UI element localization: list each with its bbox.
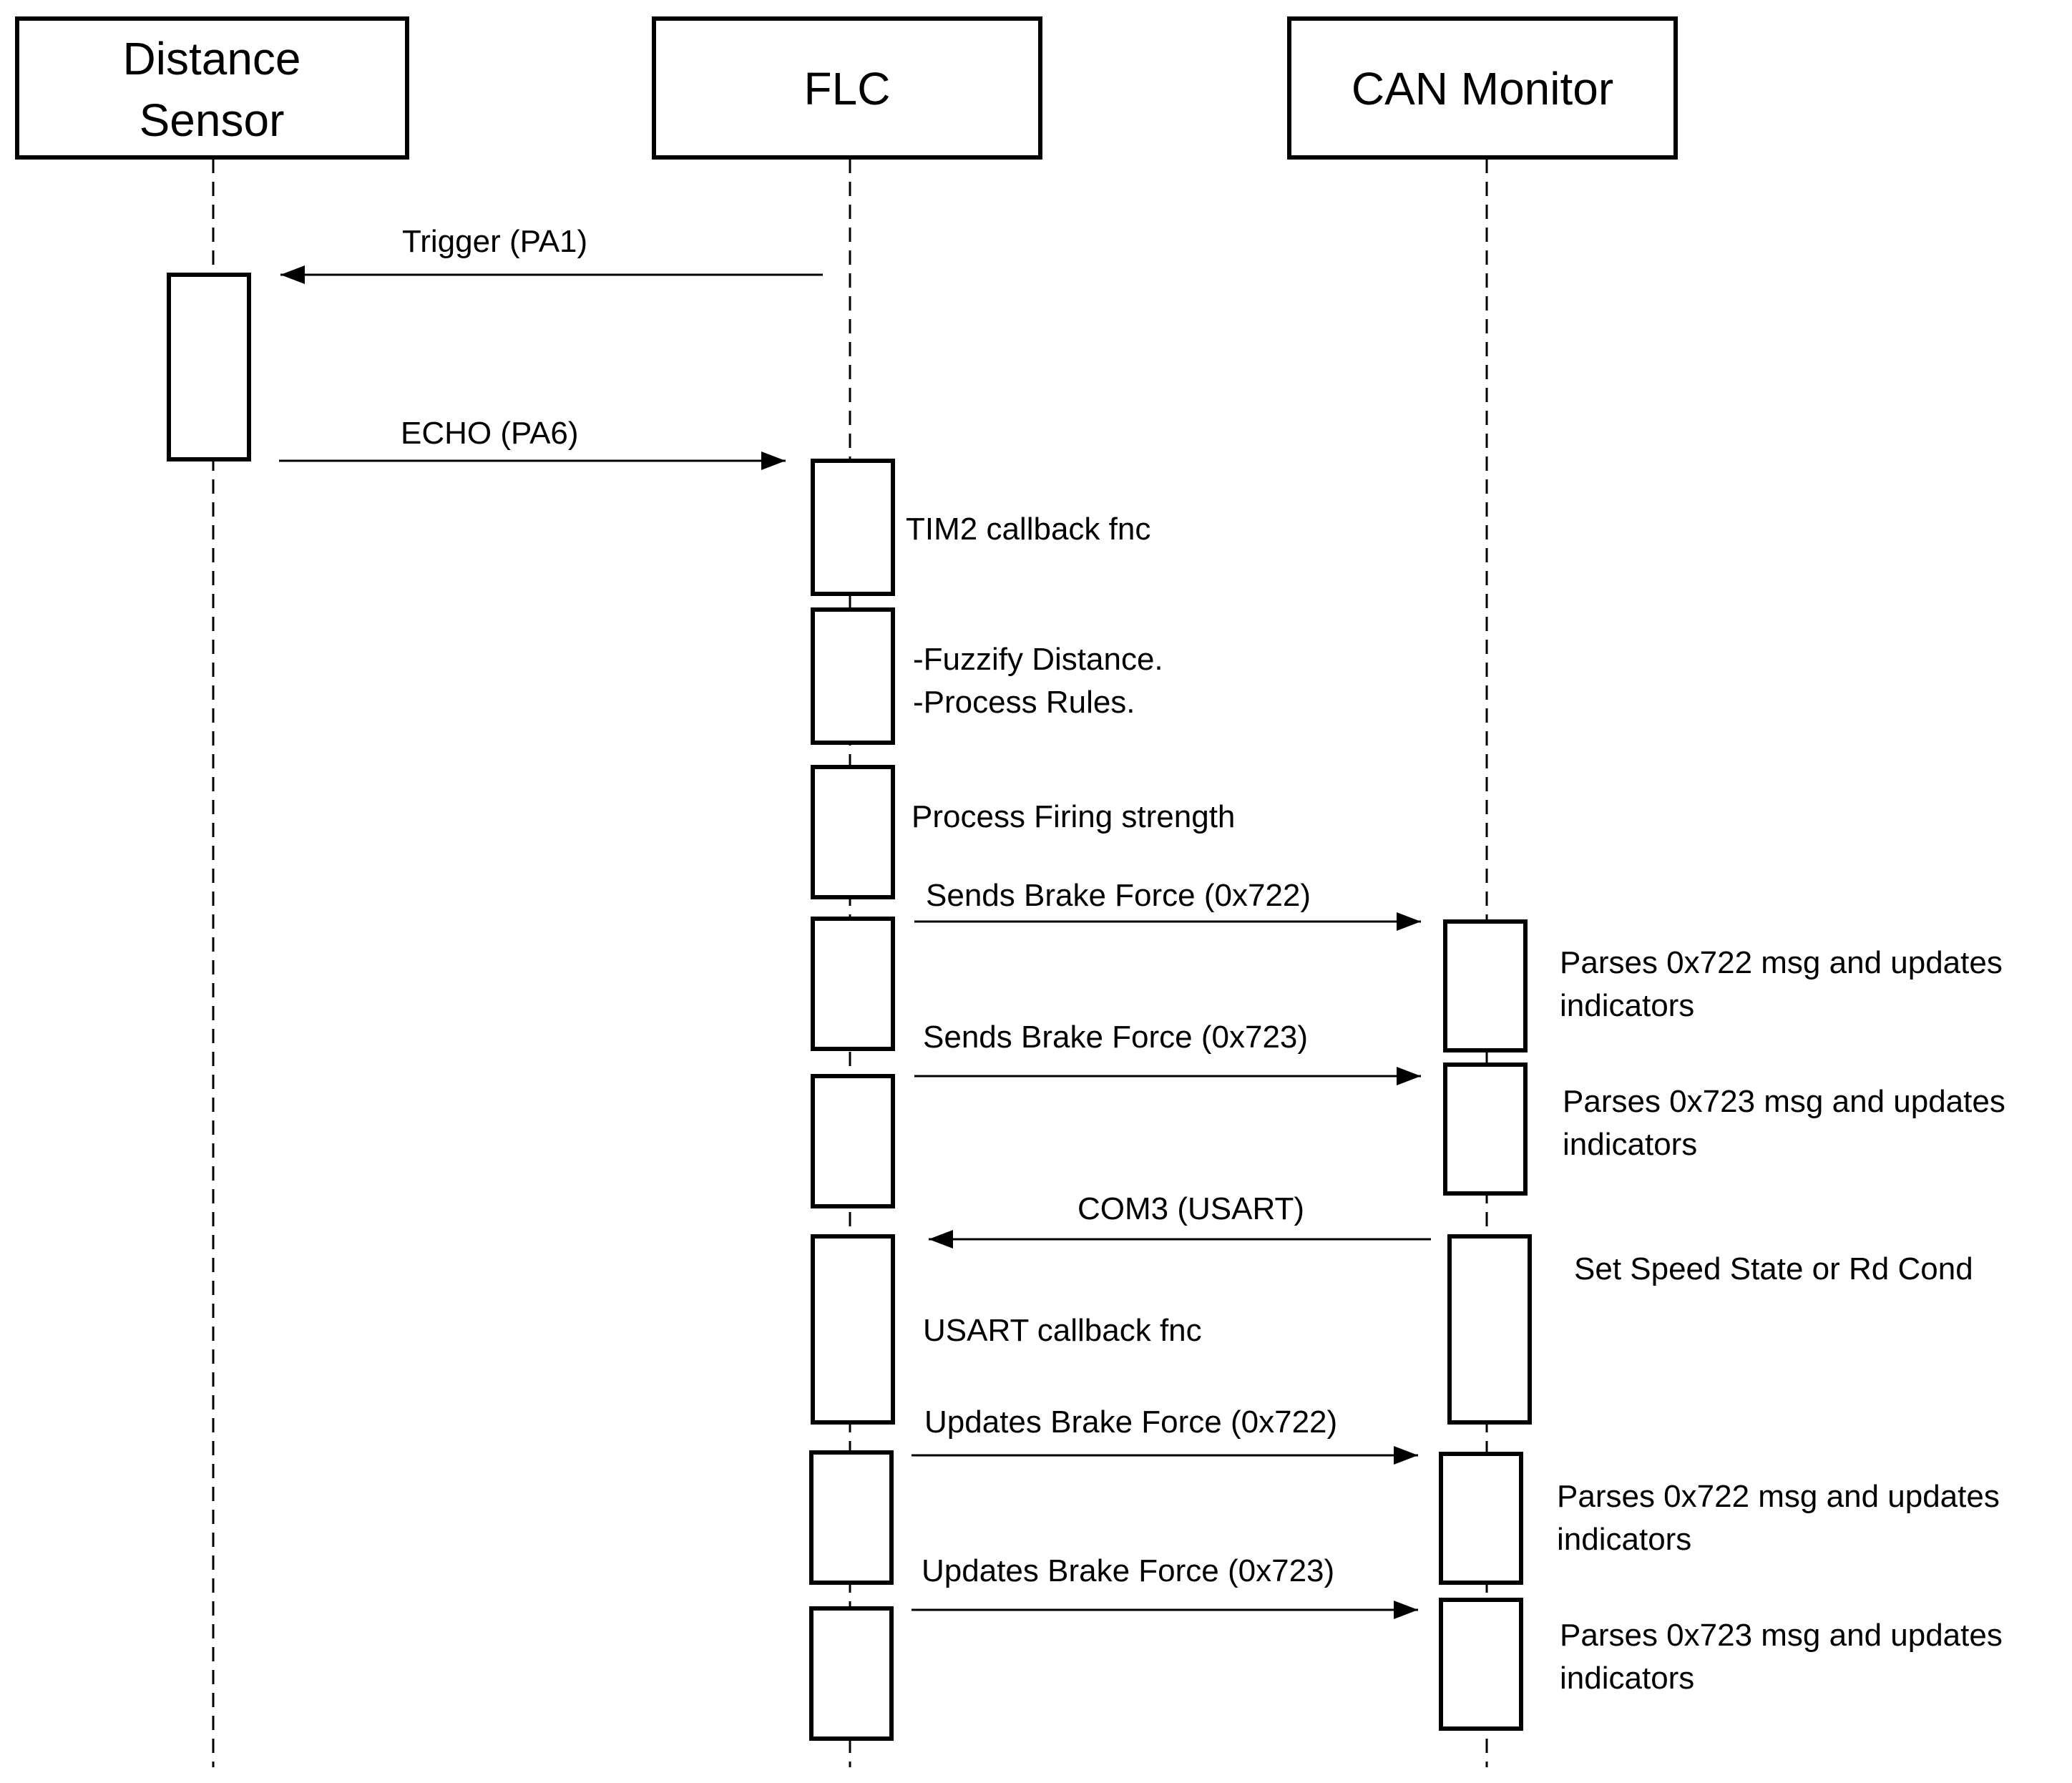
activation-can-parse722a [1443, 919, 1528, 1052]
participant-flc: FLC [652, 16, 1042, 160]
activation-can-parse723a [1443, 1063, 1528, 1196]
participant-distance-sensor: Distance Sensor [15, 16, 409, 160]
message-upd722: Updates Brake Force (0x722) [912, 1405, 1418, 1465]
message-label: Sends Brake Force (0x723) [923, 1020, 1308, 1055]
activation-flc-upd722 [809, 1450, 894, 1585]
participant-label-line-1: Distance [123, 33, 301, 84]
participant-label: FLC [804, 63, 891, 114]
activation-flc-firing [811, 765, 895, 899]
note-parse723b-line-2: indicators [1560, 1661, 1694, 1696]
message-upd723: Updates Brake Force (0x723) [912, 1553, 1418, 1619]
note-parse722b-line-2: indicators [1557, 1522, 1691, 1557]
note-parse723b-line-1: Parses 0x723 msg and updates [1560, 1618, 2003, 1653]
participant-label: CAN Monitor [1352, 63, 1613, 114]
message-com3: COM3 (USART) [929, 1191, 1431, 1249]
activation-flc-tim2 [811, 459, 895, 596]
message-label: COM3 (USART) [1077, 1191, 1304, 1226]
activation-flc-upd723 [809, 1606, 894, 1741]
activation-flc-usart [811, 1234, 895, 1425]
note-parse723a-line-2: indicators [1563, 1127, 1697, 1162]
message-send723: Sends Brake Force (0x723) [914, 1020, 1421, 1085]
message-label: Updates Brake Force (0x723) [922, 1553, 1334, 1588]
note-tim2: TIM2 callback fnc [906, 512, 1150, 547]
activation-flc-send723 [811, 1074, 895, 1208]
participant-can-monitor: CAN Monitor [1287, 16, 1678, 160]
message-trigger: Trigger (PA1) [280, 224, 823, 284]
message-echo: ECHO (PA6) [279, 416, 786, 470]
note-parse723a-line-1: Parses 0x723 msg and updates [1563, 1084, 2005, 1119]
message-label: Trigger (PA1) [402, 224, 587, 259]
note-parse722b-line-1: Parses 0x722 msg and updates [1557, 1479, 2000, 1514]
note-parse722a-line-1: Parses 0x722 msg and updates [1560, 945, 2003, 980]
note-parse722a-line-2: indicators [1560, 988, 1694, 1023]
message-label: Updates Brake Force (0x722) [924, 1405, 1337, 1440]
message-send722: Sends Brake Force (0x722) [914, 878, 1421, 931]
message-label: ECHO (PA6) [401, 416, 579, 451]
note-firing: Process Firing strength [912, 799, 1235, 834]
activation-can-parse723b [1439, 1598, 1523, 1731]
note-speed: Set Speed State or Rd Cond [1574, 1251, 1973, 1286]
activation-flc-fuzzify [811, 607, 895, 745]
note-fuzzify-line-1: -Fuzzify Distance. [913, 642, 1163, 677]
note-usart-callback: USART callback fnc [923, 1313, 1202, 1348]
note-fuzzify-line-2: -Process Rules. [913, 685, 1135, 720]
participant-label-line-2: Sensor [140, 94, 285, 146]
activation-flc-send722 [811, 917, 895, 1051]
activation-sensor [167, 273, 251, 461]
message-label: Sends Brake Force (0x722) [926, 878, 1311, 913]
activation-can-parse722b [1439, 1452, 1523, 1585]
activation-can-speed [1447, 1234, 1532, 1425]
